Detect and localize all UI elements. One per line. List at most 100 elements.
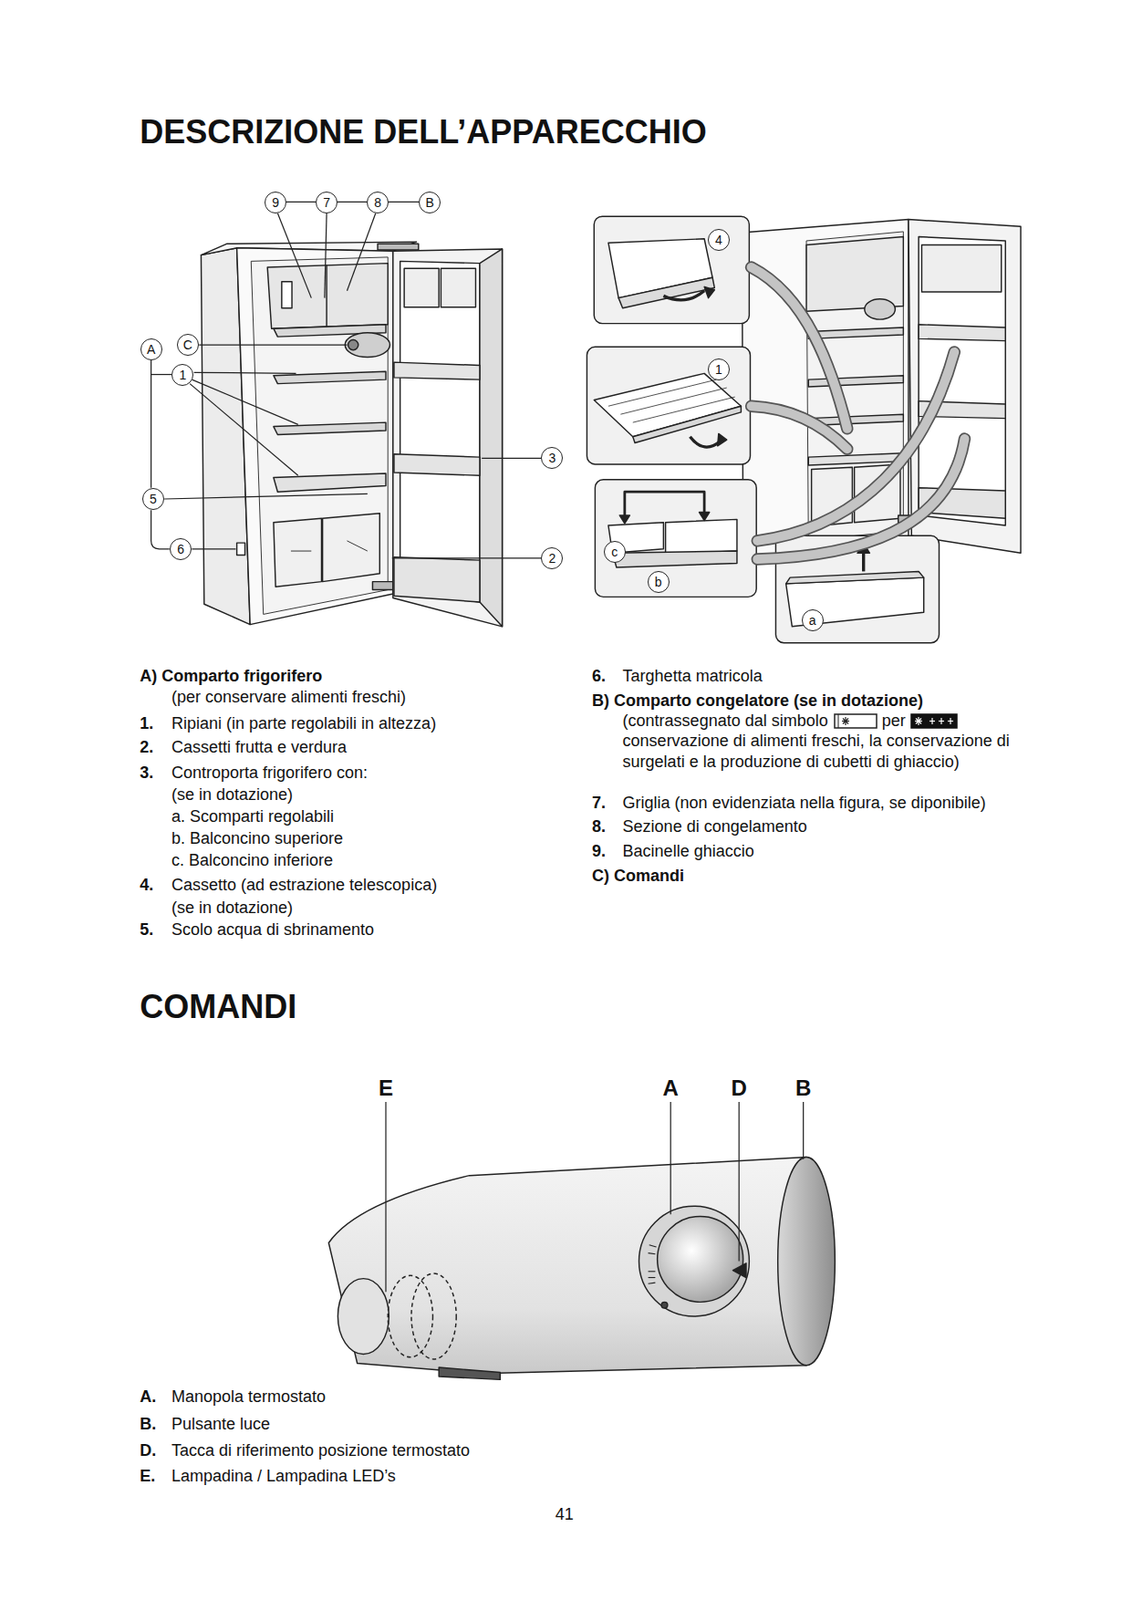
callout-number: 7 [322,196,331,209]
fridge-accessories-illustration [918,237,1006,527]
control-housing-illustration [639,1205,750,1317]
fridge-accessories-illustration [861,550,865,572]
fridge-illustration [479,249,503,627]
callout-circle: 8 [366,191,389,214]
fridge-star-symbol [841,716,850,726]
fridge-accessories-illustration [633,405,742,443]
fridge-illustration [394,362,480,380]
callout-circle: a [801,609,824,632]
leader-lines [277,213,312,299]
callout-number: 3 [548,451,556,465]
list-text: Cassetto (ad estrazione telescopica) [171,875,437,895]
transfer-arrows [751,267,966,560]
fridge-accessories-illustration [665,519,738,554]
leader-lines [481,457,541,459]
leader-lines [384,1101,386,1292]
callout-circle: A [140,338,163,361]
control-housing-illustration [648,1282,656,1284]
list-marker: 5. [139,920,154,940]
list-text: a. Scomparti regolabili [171,807,334,827]
fridge-star-symbol [834,714,877,728]
fridge-accessories-illustration [717,433,727,446]
leader-lines [346,213,375,291]
freezer-star-symbol [938,719,945,721]
control-housing-illustration [778,1157,836,1366]
fridge-accessories-illustration [806,237,904,312]
freezer-star-symbol [929,719,935,721]
fridge-illustration [440,268,476,308]
callout-letter: D [731,1075,748,1101]
leader-lines [802,1101,804,1160]
callout-number: 2 [548,551,556,565]
list-marker: 1. [139,714,154,734]
fridge-accessories-illustration [594,479,757,598]
fridge-star-symbol [837,714,839,728]
leader-lines [738,1101,740,1262]
section-heading: A) Comparto frigorifero [139,665,322,686]
fridge-illustration [200,241,502,627]
list-text: (per conservare alimenti freschi) [171,687,406,707]
callout-circle: 2 [540,547,563,570]
fridge-illustration [250,257,388,615]
fridge-accessories-illustration [620,387,727,415]
fridge-accessories-illustration [612,550,738,568]
fridge-illustration [400,260,480,603]
callout-circle: 6 [169,538,192,561]
list-marker: D. [139,1441,156,1461]
callout-number: 9 [271,196,280,209]
callout-number: A [146,342,156,356]
transfer-arrows [757,438,965,560]
fridge-star-symbol [842,717,849,724]
control-housing-illustration [387,1275,433,1357]
callout-circle: 3 [540,446,563,469]
fridge-illustration [344,332,390,358]
fridge-accessories-illustration [608,379,717,406]
fridge-illustration [237,248,394,625]
fridge-accessories-illustration [704,286,715,298]
leader-lines [387,201,420,203]
fridge-illustration [322,513,381,582]
page-title: DESCRIZIONE DELL’APPARECCHIO [139,114,707,152]
fridge-accessories-illustration [586,216,1021,644]
fridge-illustration [394,454,480,476]
fridge-illustration [267,263,388,330]
fridge-illustration [393,249,503,627]
control-housing-illustration [732,1263,747,1278]
list-marker: E. [139,1466,156,1486]
leader-lines [189,384,299,477]
control-housing-illustration [337,1278,389,1355]
control-housing-illustration [411,1273,457,1360]
leader-lines [194,372,297,374]
leader-lines [191,548,236,550]
callout-circle: C [176,333,199,356]
leader-lines [670,1101,672,1215]
callout-number: b [654,575,663,589]
freezer-star-symbol [914,716,954,726]
control-housing-illustration [649,1245,657,1247]
callout-circle: 5 [142,488,165,510]
list-text: Griglia (non evidenziata nella figura, s… [623,792,987,812]
callout-number: 4 [715,233,723,247]
freezer-star-symbol [915,717,922,724]
fridge-illustration [377,243,419,250]
leader-lines [151,201,541,558]
leader-lines [151,373,172,375]
callout-circle: 9 [264,191,287,214]
freezer-star-symbol [915,717,922,724]
leader-lines [164,493,368,499]
page-heading: COMANDI [139,988,297,1027]
leader-lines [324,213,327,299]
fridge-illustration [281,281,292,309]
fridge-illustration [325,265,327,327]
list-text: Ripiani (in parte regolabili in altezza) [171,714,437,734]
list-text: Manopola termostato [171,1386,326,1406]
list-text: conservazione di alimenti freschi, la co… [623,730,1029,773]
callout-circle: 4 [707,228,730,251]
fridge-accessories-illustration [699,512,710,521]
section-heading: B) Comparto congelatore (se in dotazione… [591,690,924,710]
freezer-star-symbol [911,714,957,728]
list-text: Bacinelle ghiaccio [623,841,755,862]
fridge-illustration [394,557,480,603]
leader-lines [336,201,368,203]
callout-circle: 1 [171,363,194,386]
